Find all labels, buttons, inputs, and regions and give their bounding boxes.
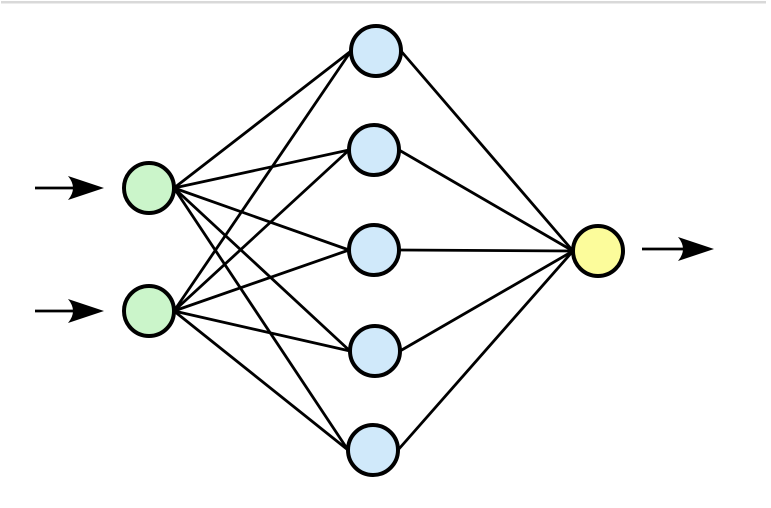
hidden-5-node	[346, 423, 400, 477]
input-arrow-2-head	[68, 299, 104, 323]
output-1-node	[571, 224, 625, 278]
edge-hidden-2-output-1	[398, 148, 574, 253]
hidden-1-node	[349, 24, 403, 78]
output-arrow-head	[678, 237, 714, 261]
edge-input-1-hidden-3	[173, 186, 350, 252]
edge-input-2-hidden-5	[173, 309, 349, 452]
edge-input-2-hidden-2	[173, 148, 350, 313]
edge-input-1-hidden-2	[173, 148, 350, 190]
edge-input-2-hidden-4	[173, 309, 351, 353]
edge-hidden-1-output-1	[399, 50, 575, 252]
input-arrow-1-head	[68, 176, 104, 200]
hidden-4-node	[348, 324, 402, 378]
input-1-node	[122, 161, 176, 215]
edge-input-2-hidden-1	[172, 50, 353, 312]
hidden-3-node	[347, 223, 401, 277]
input-2-node	[122, 284, 176, 338]
top-border-line	[1, 1, 766, 4]
edge-input-1-hidden-5	[172, 187, 350, 451]
edge-hidden-4-output-1	[399, 249, 574, 353]
edge-hidden-5-output-1	[396, 250, 575, 451]
edge-input-1-hidden-1	[173, 49, 352, 190]
edge-input-2-hidden-3	[173, 248, 350, 313]
edge-input-1-hidden-4	[173, 186, 351, 353]
hidden-2-node	[347, 123, 401, 177]
edge-hidden-3-output-1	[398, 248, 574, 253]
